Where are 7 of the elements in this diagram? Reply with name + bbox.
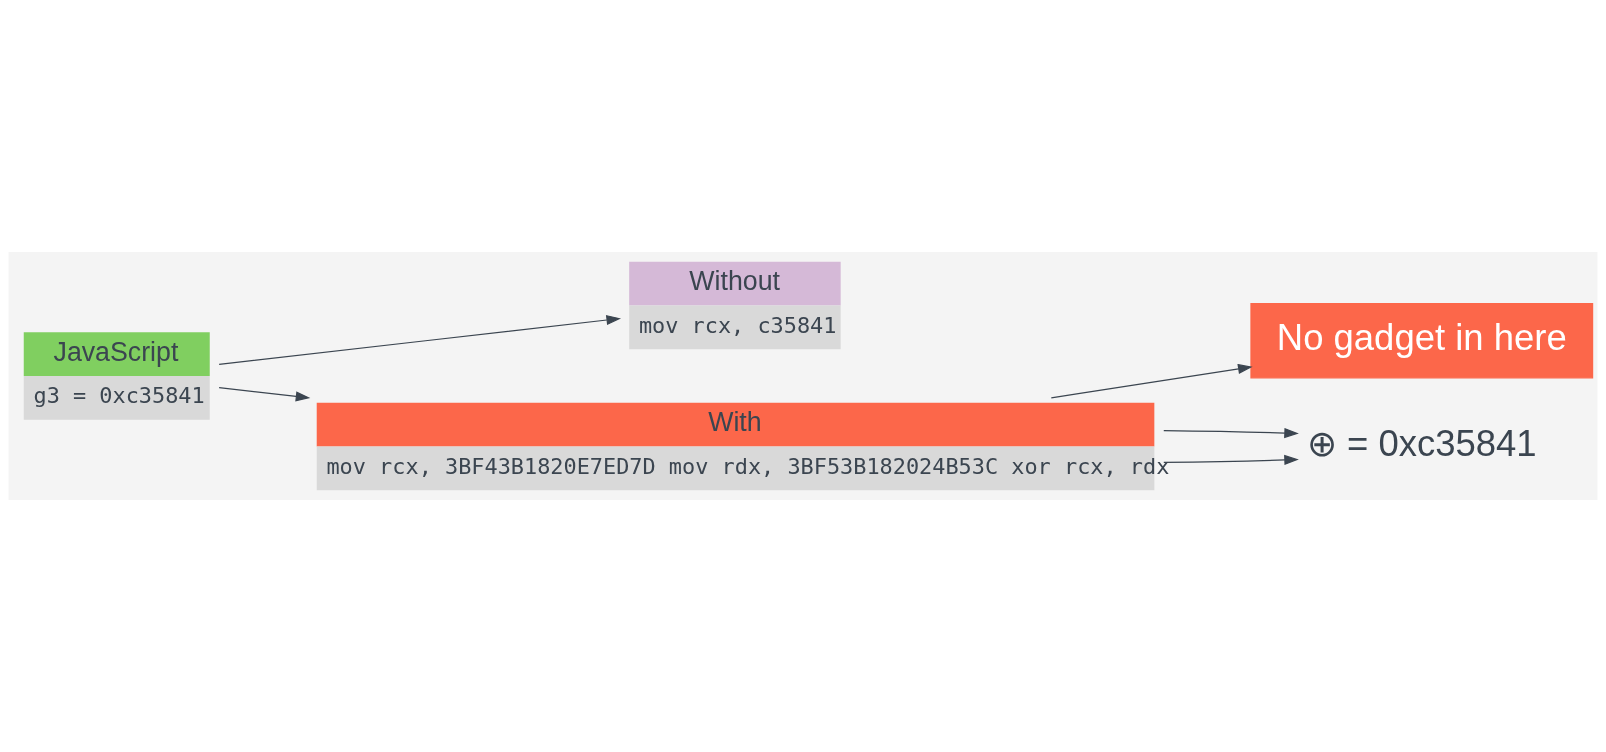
arrow <box>1163 454 1299 466</box>
arrow <box>1050 363 1253 399</box>
arrow <box>218 314 622 365</box>
node-text: ⊕ = 0xc35841 <box>1306 422 1537 464</box>
node-box: No gadget in here <box>1250 303 1594 379</box>
arrow <box>218 387 311 402</box>
arrow <box>1163 427 1299 439</box>
